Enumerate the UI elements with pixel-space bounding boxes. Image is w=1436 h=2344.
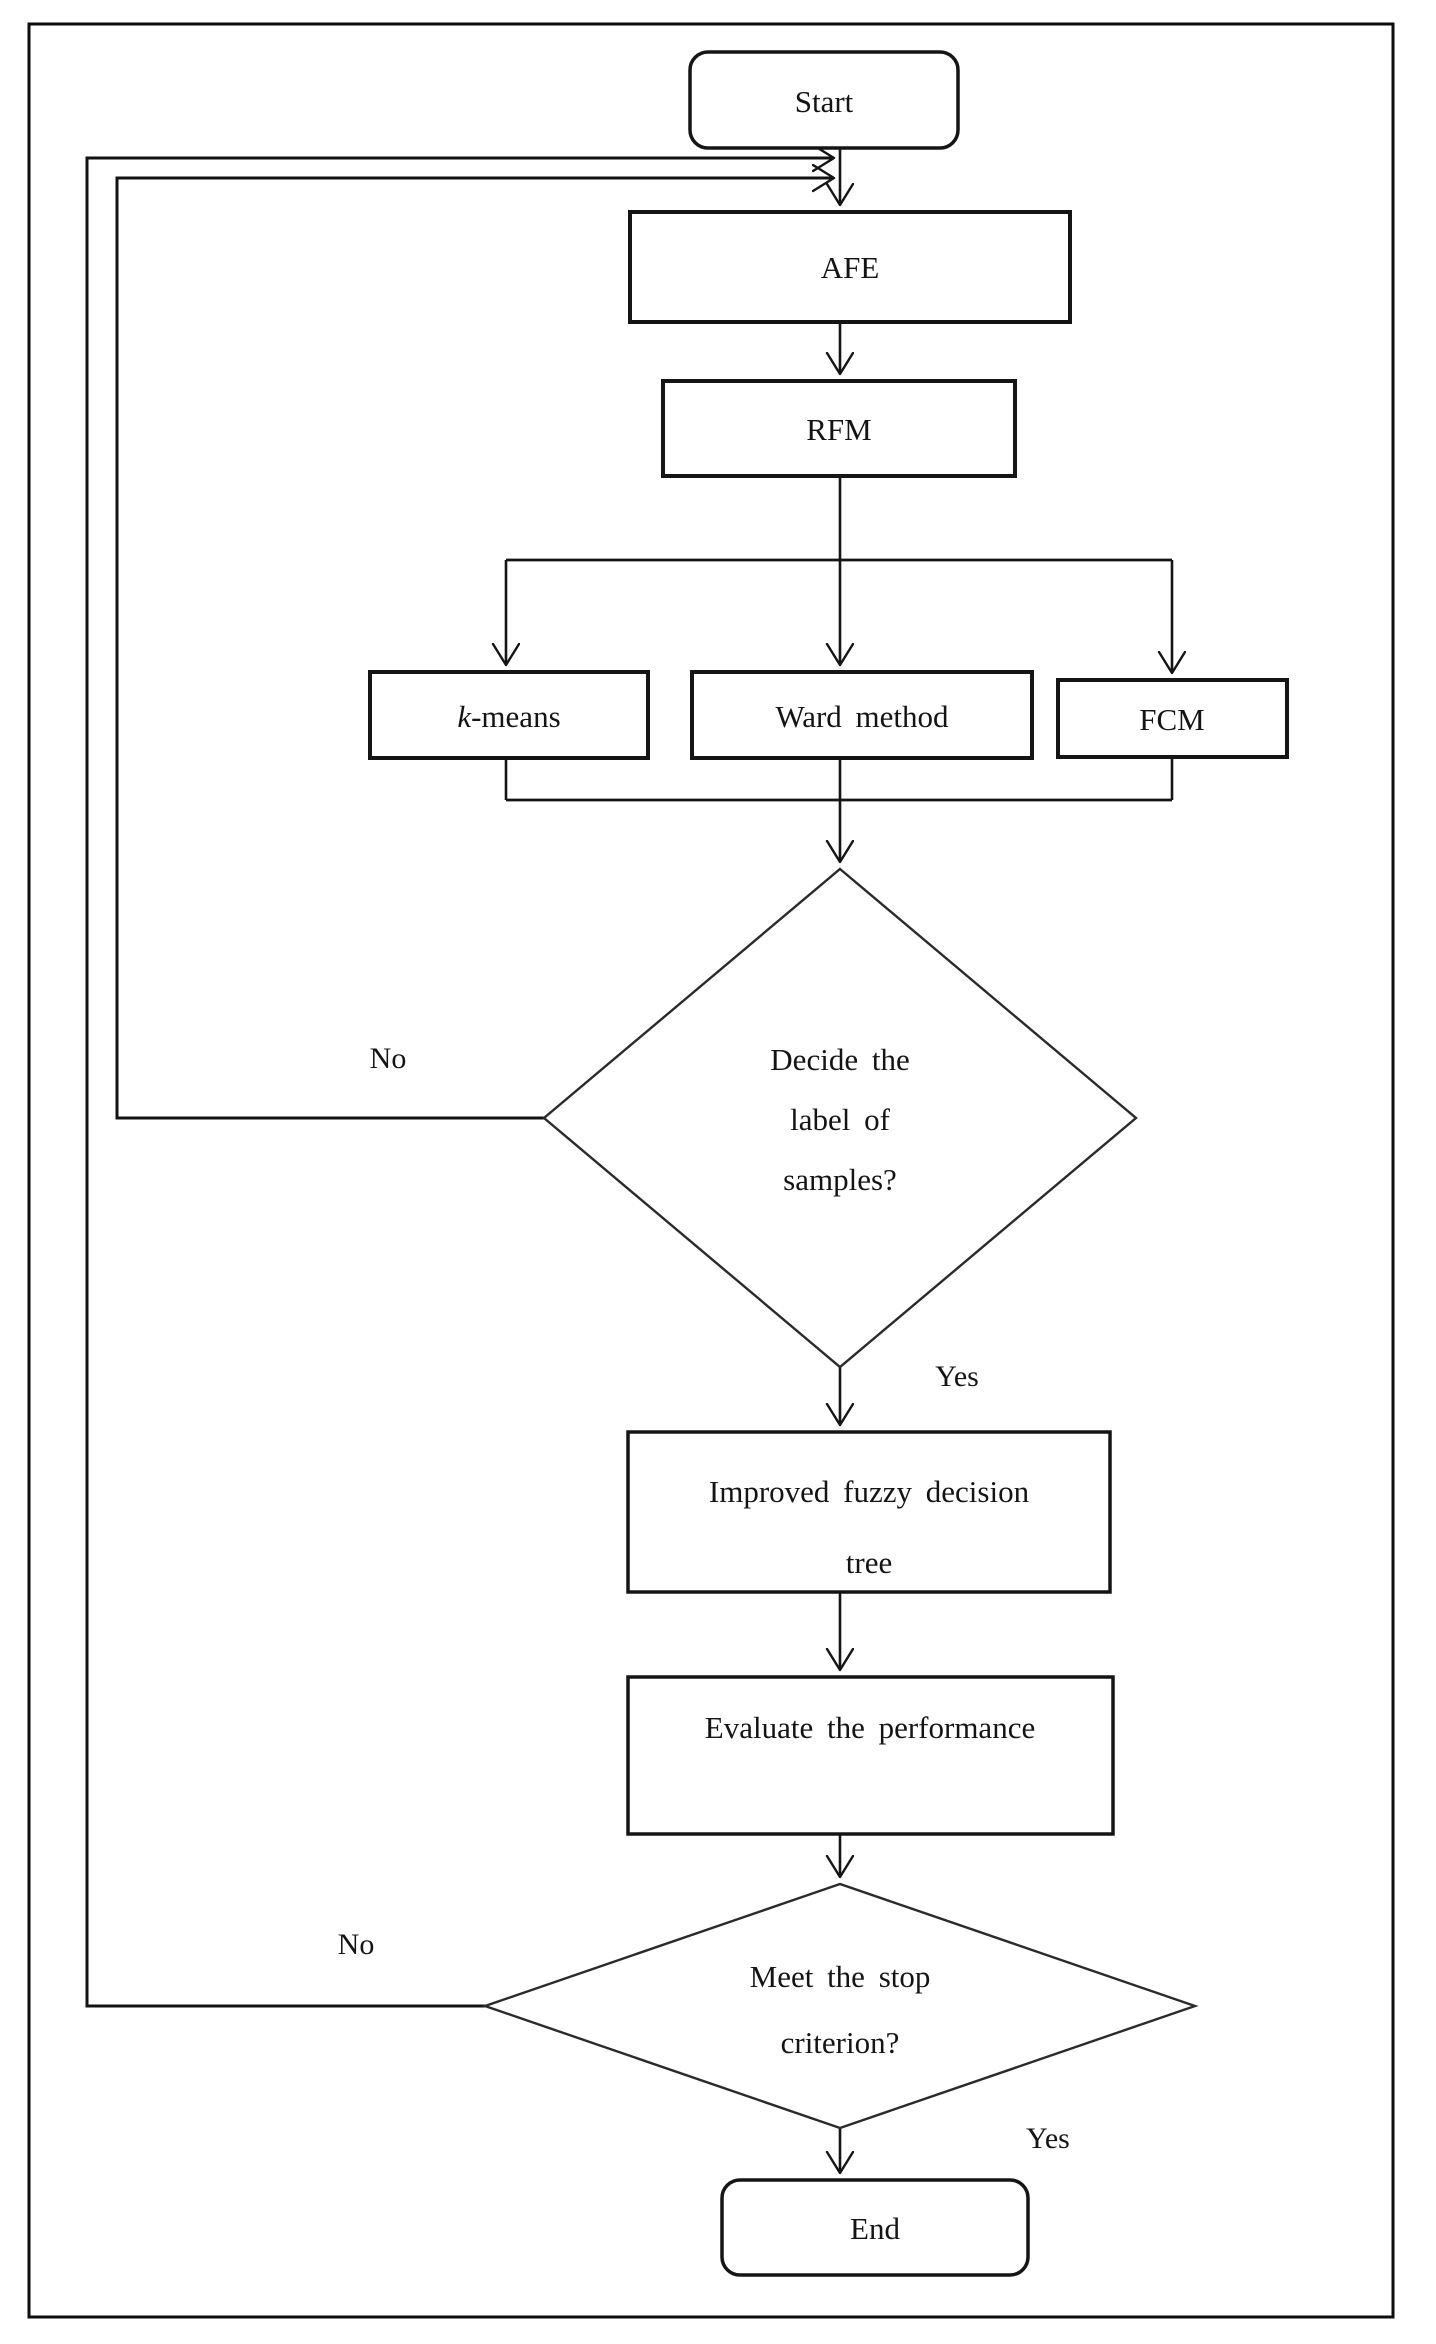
node-decision1-line1: Decide the <box>770 1042 909 1077</box>
edge-decision1-no-loop <box>115 178 834 1120</box>
node-decision2-line1: Meet the stop <box>750 1959 931 1994</box>
node-afe-label: AFE <box>821 250 880 285</box>
node-kmeans-label-rest: -means <box>471 699 561 734</box>
node-afe <box>628 210 1072 324</box>
node-end <box>720 2178 1030 2277</box>
node-improved <box>626 1430 1112 1594</box>
node-decision1 <box>542 867 1138 1369</box>
node-kmeans-label-k: k <box>457 699 472 734</box>
node-fcm-label: FCM <box>1139 702 1204 737</box>
node-decision1-line3: samples? <box>783 1162 897 1197</box>
node-improved-line2: tree <box>846 1545 892 1580</box>
node-end-label: End <box>850 2211 900 2246</box>
node-start <box>688 50 960 150</box>
node-decision2-line2: criterion? <box>781 2025 900 2060</box>
node-evaluate <box>626 1675 1115 1836</box>
edge-label-decision1-no: No <box>370 1042 407 1075</box>
node-rfm-label: RFM <box>806 412 871 447</box>
node-kmeans <box>368 670 650 760</box>
figure-border <box>27 22 1395 2319</box>
node-start-label: Start <box>795 84 854 119</box>
node-decision1-line2: label of <box>790 1102 890 1137</box>
node-evaluate-label: Evaluate the performance <box>705 1710 1035 1745</box>
node-ward <box>690 670 1034 760</box>
edge-label-decision2-yes: Yes <box>1026 2122 1070 2155</box>
node-improved-line1: Improved fuzzy decision <box>709 1474 1030 1509</box>
node-ward-label: Ward method <box>775 699 949 734</box>
node-fcm <box>1056 678 1289 759</box>
node-rfm <box>661 379 1017 478</box>
node-decision2 <box>481 1882 1199 2130</box>
edge-decision2-no-loop <box>85 158 834 2008</box>
node-kmeans-label: k-means <box>457 699 560 734</box>
edge-label-decision2-no: No <box>338 1928 375 1961</box>
edge-label-decision1-yes: Yes <box>935 1360 979 1393</box>
